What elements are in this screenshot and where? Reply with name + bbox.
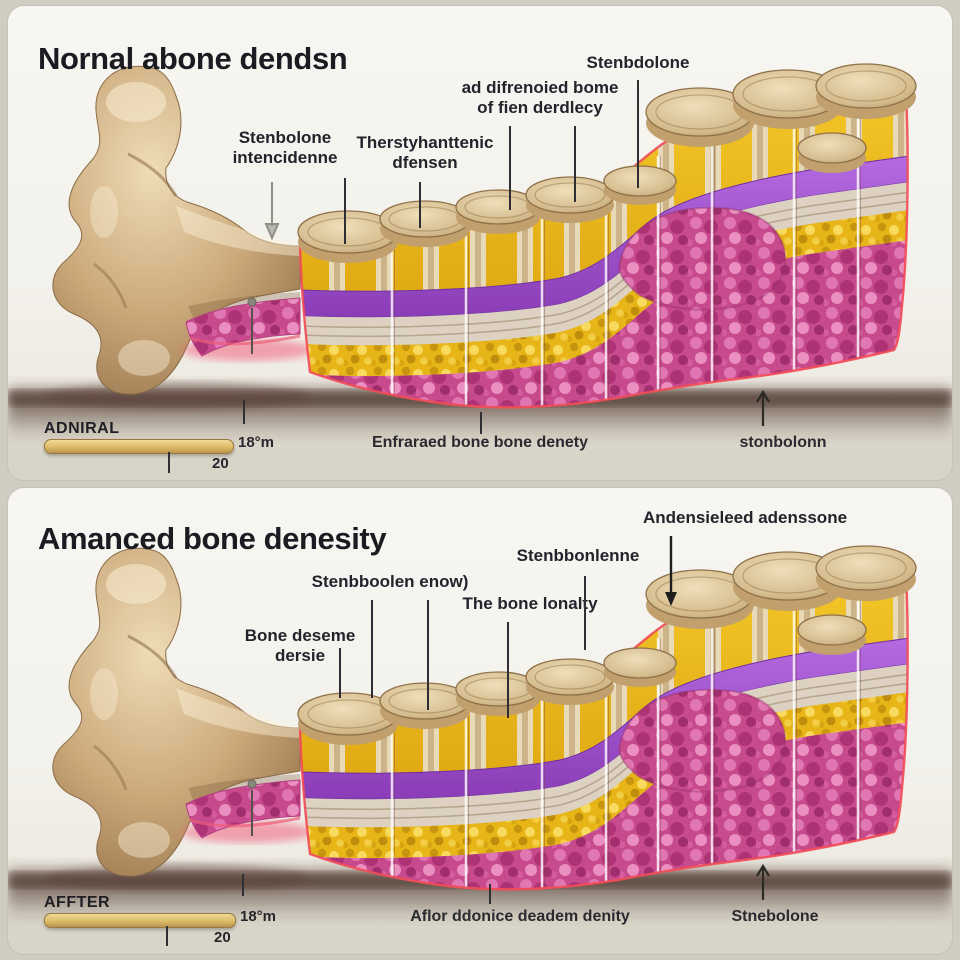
pointer-line <box>507 622 509 718</box>
callout-label: Stenbolone intencidenne <box>232 128 338 167</box>
pointer-line <box>637 80 639 188</box>
scale-caption: ADNIRAL <box>44 420 120 437</box>
callout-label: Stenbboolen enow) <box>311 572 469 591</box>
pointer-line <box>419 182 421 228</box>
scale-tick-value: 20 <box>214 929 231 946</box>
up-arrow-icon <box>756 863 770 900</box>
callout-label: ad difrenoied bome of fien derdlecy <box>461 78 619 117</box>
scale-value: 18°m <box>238 434 275 451</box>
scale-value: 18°m <box>240 908 277 925</box>
pointer-line <box>242 874 244 896</box>
scale-bar <box>44 913 236 928</box>
down-arrow-icon <box>665 536 677 606</box>
pointer-line <box>243 400 245 424</box>
pointer-line <box>509 126 511 210</box>
bone-cross-section-illustration <box>8 488 952 950</box>
scale-tick-line <box>168 452 170 473</box>
pointer-line <box>339 648 341 698</box>
panel-enhanced-bone-density: Amanced bone denesity Andensieleed adens… <box>8 488 952 954</box>
pointer-line <box>344 178 346 244</box>
pointer-line <box>371 600 373 698</box>
scale-tick-line <box>166 926 168 946</box>
panel-title: Amanced bone denesity <box>38 520 387 556</box>
callout-label: Stenbbonlenne <box>516 546 640 565</box>
bottom-center-label: Aflor ddonice deadem denity <box>410 908 630 925</box>
scale-bar <box>44 439 234 454</box>
panel-normal-bone-density: Nornal abone dendsn Stenbolone intencide… <box>8 6 952 480</box>
callout-label: Bone deseme dersie <box>244 626 356 665</box>
pointer-line <box>489 884 491 904</box>
callout-label: Andensieleed adenssone <box>642 508 848 527</box>
down-arrow-icon <box>264 182 280 240</box>
pointer-line <box>427 600 429 710</box>
pointer-line <box>480 412 482 434</box>
bottom-right-label: stonbolonn <box>739 434 827 451</box>
pointer-line <box>584 576 586 650</box>
callout-label: The bone lonalty <box>462 594 598 613</box>
callout-label: Therstyhanttenic dfensen <box>356 133 494 172</box>
scale-tick-value: 20 <box>212 455 229 472</box>
callout-label: Stenbdolone <box>586 53 690 72</box>
pointer-line <box>574 126 576 202</box>
bottom-center-label: Enfraraed bone bone denety <box>371 434 589 451</box>
bottom-right-label: Stnebolone <box>731 908 819 925</box>
scale-caption: AFFTER <box>44 894 111 911</box>
up-arrow-icon <box>756 389 770 426</box>
panel-title: Nornal abone dendsn <box>38 40 348 76</box>
